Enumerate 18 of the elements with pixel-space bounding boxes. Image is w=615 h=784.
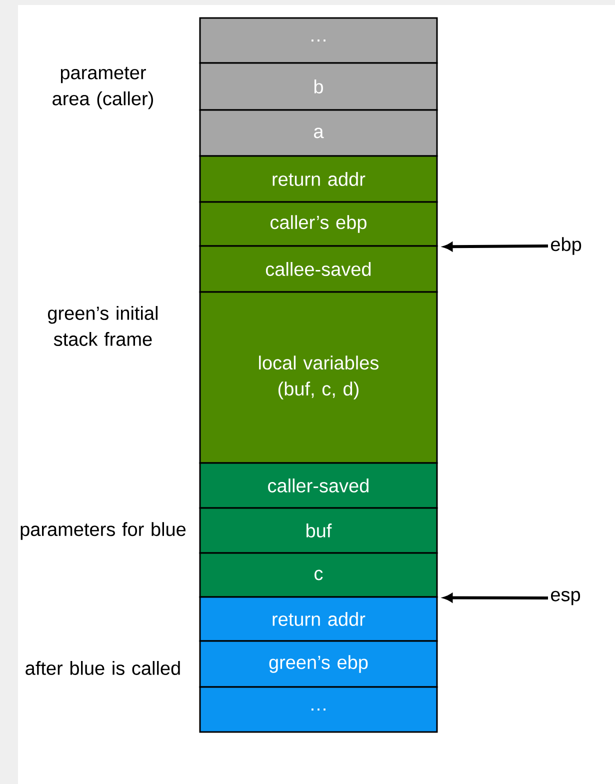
stack-cell: a	[199, 109, 438, 157]
stack-cell: caller’s ebp	[199, 201, 438, 247]
stack-cell: buf	[199, 507, 438, 554]
stack-cell: …	[199, 17, 438, 64]
stack-cell: b	[199, 62, 438, 111]
stack-cell: return addr	[199, 596, 438, 642]
stack-cell: c	[199, 552, 438, 598]
side-label: parameter area (caller)	[52, 66, 153, 110]
register-label: ebp	[551, 237, 582, 255]
register-label: esp	[551, 590, 580, 606]
side-label: after blue is called	[26, 661, 180, 675]
side-label: green’s initial stack frame	[48, 306, 158, 346]
stack-cell: caller-saved	[199, 462, 438, 509]
stack-cell: callee-saved	[199, 245, 438, 293]
stack-cell: green’s ebp	[199, 640, 438, 688]
side-label: parameters for blue	[20, 522, 186, 540]
stack-cell: return addr	[199, 155, 438, 203]
stack-cell: …	[199, 686, 438, 733]
